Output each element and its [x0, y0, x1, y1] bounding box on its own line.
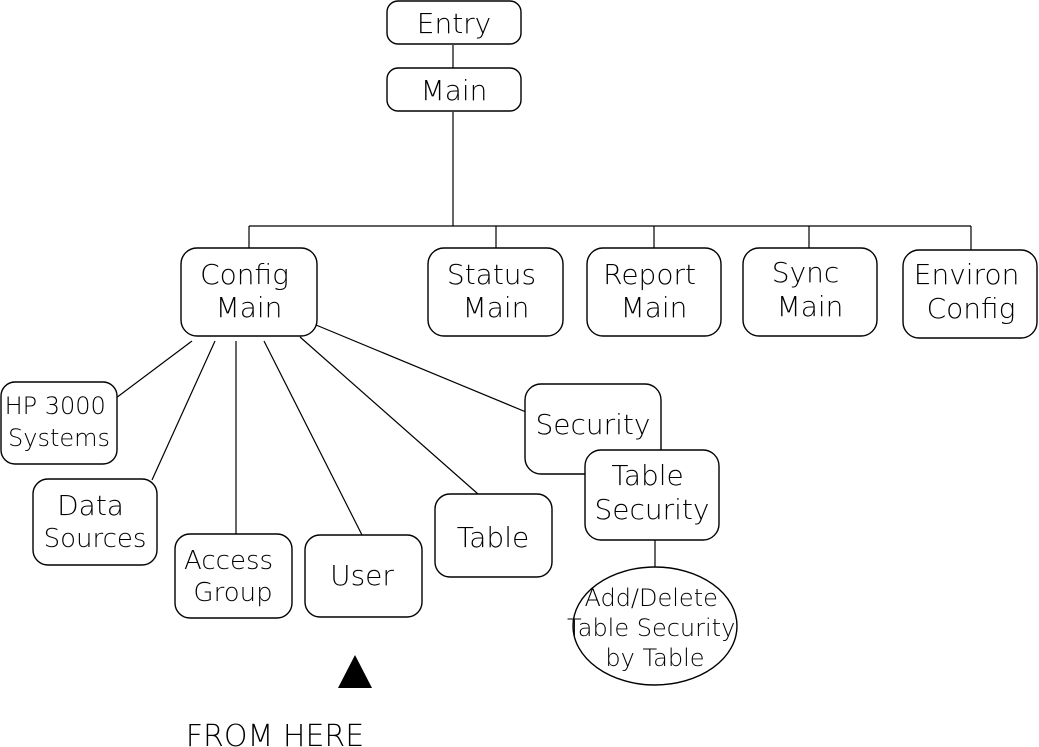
node-status-main-line2: Main [463, 291, 530, 324]
node-sync-main-line1: Sync [772, 256, 839, 289]
svg-text:Status Main: Status Main [447, 258, 545, 324]
svg-text:Table Security: Table Security [595, 459, 710, 526]
svg-text:Entry: Entry [417, 7, 492, 40]
node-data-sources-line2: Sources [44, 524, 147, 554]
connectors [115, 45, 972, 567]
node-report-main: Report Main [586, 247, 722, 337]
node-user: User [304, 534, 423, 618]
svg-text:Config Main: Config Main [200, 258, 298, 324]
pointer-caption: FROM HERE [186, 719, 364, 747]
node-config-main-line2: Main [216, 291, 283, 324]
svg-text:Add/Delete Table Securit: Add/Delete Table Security by Table [567, 584, 743, 672]
node-user-label: User [330, 559, 394, 592]
svg-text:Table: Table [457, 521, 529, 554]
node-add-delete-line3: by Table [605, 644, 704, 672]
node-hp3000-systems-line1: HP 3000 [5, 392, 106, 420]
node-main-label: Main [421, 74, 488, 107]
node-table-label: Table [457, 521, 529, 554]
node-status-main: Status Main [427, 247, 564, 337]
node-report-main-line2: Main [621, 291, 688, 324]
node-table-security-line2: Security [595, 493, 710, 526]
svg-text:Main: Main [421, 74, 488, 107]
edge-config-datasources [151, 340, 216, 481]
node-add-delete-line1: Add/Delete [584, 584, 717, 612]
svg-text:Security: Security [536, 408, 651, 441]
node-sync-main-line2: Main [777, 290, 844, 323]
node-access-group: Access Group [174, 533, 293, 619]
svg-text:Sync Main: Sync Main [772, 256, 848, 323]
node-data-sources-line1: Data [57, 489, 124, 522]
node-data-sources: Data Sources [32, 478, 158, 566]
node-environ-config-line1: Environ [914, 258, 1020, 291]
node-environ-config: Environ Config [902, 249, 1038, 339]
edge-config-hp3000 [115, 340, 193, 399]
node-table-security: Table Security [584, 449, 720, 541]
edge-config-security [315, 324, 527, 413]
node-status-main-line1: Status [447, 258, 536, 291]
node-config-main: Config Main [180, 247, 318, 337]
node-environ-config-line2: Config [927, 292, 1016, 325]
node-entry-label: Entry [417, 7, 492, 40]
node-sync-main: Sync Main [742, 247, 878, 337]
svg-text:Access Group: Access Group [184, 543, 282, 608]
node-access-group-line2: Group [193, 578, 272, 608]
svg-text:Environ Config: Environ Config [914, 258, 1028, 325]
svg-text:Data Sources: Data Sources [44, 489, 147, 554]
node-config-main-line1: Config [200, 258, 289, 291]
svg-text:HP 3000 Systems: HP 3000 Systems [5, 392, 114, 452]
node-main: Main [386, 67, 522, 112]
node-add-delete-line2: Table Security [567, 614, 735, 642]
node-hp3000-systems-line2: Systems [8, 424, 110, 452]
node-hp3000-systems: HP 3000 Systems [0, 381, 118, 465]
node-report-main-line1: Report [603, 258, 696, 291]
svg-text:User: User [330, 559, 394, 592]
pointer-triangle-icon [338, 655, 372, 688]
node-entry: Entry [386, 0, 522, 45]
node-add-delete-table-security: Add/Delete Table Security by Table [567, 566, 743, 686]
svg-text:Report Main: Report Main [603, 258, 705, 324]
node-access-group-line1: Access [184, 546, 273, 576]
edge-config-user [263, 340, 363, 536]
node-security-label: Security [536, 408, 651, 441]
node-table-security-line1: Table [611, 459, 683, 492]
edge-config-table [299, 336, 479, 495]
node-table: Table [434, 493, 553, 578]
